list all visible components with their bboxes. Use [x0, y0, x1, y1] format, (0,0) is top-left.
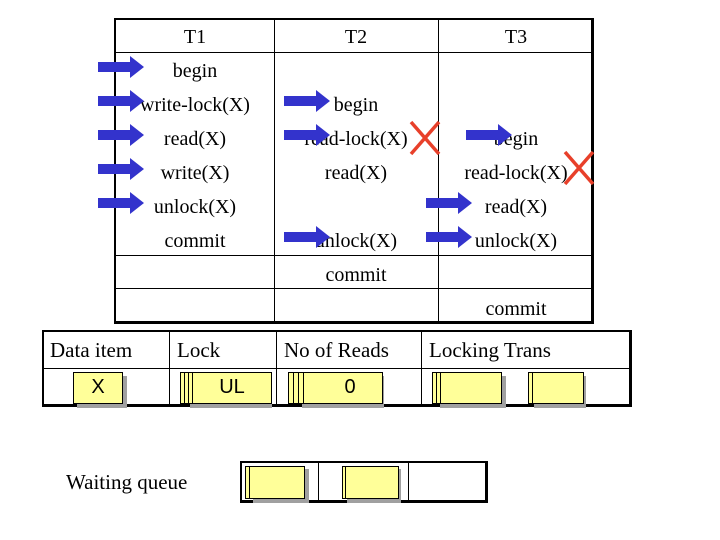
header-lock: Lock — [177, 338, 221, 362]
queue-divider — [318, 463, 319, 500]
t2-op: commit — [325, 264, 387, 286]
lock-value: UL — [219, 376, 245, 398]
arrow-right-icon — [98, 124, 144, 146]
t1-op: read(X) — [163, 128, 227, 150]
queue-box — [249, 466, 305, 499]
t1-op: unlock(X) — [153, 196, 237, 218]
header-no-of-reads: No of Reads — [284, 338, 389, 362]
cross-icon — [563, 150, 595, 186]
waiting-queue — [240, 461, 488, 503]
t3-op: commit — [485, 298, 547, 320]
arrow-right-icon — [426, 192, 472, 214]
data-item-value: X — [91, 376, 105, 398]
locking-trans-box — [440, 372, 502, 404]
t2-op: read-lock(X) — [304, 128, 408, 150]
header-t3: T3 — [504, 26, 528, 48]
row-divider — [116, 52, 591, 53]
schedule-table: T1 T2 T3 begin write-lock(X) read(X) wri… — [114, 18, 594, 324]
column-divider — [438, 20, 439, 321]
header-locking-trans: Locking Trans — [429, 338, 551, 362]
header-data-item: Data item — [50, 338, 133, 362]
locking-trans-box — [532, 372, 584, 404]
data-item-box — [73, 372, 123, 404]
arrow-right-icon — [466, 124, 512, 146]
lock-box — [192, 372, 272, 404]
arrow-right-icon — [284, 226, 330, 248]
row-divider — [44, 368, 629, 369]
arrow-right-icon — [284, 124, 330, 146]
t3-op: read-lock(X) — [464, 162, 568, 184]
cross-icon — [409, 120, 441, 156]
t3-op: read(X) — [484, 196, 548, 218]
row-divider — [116, 255, 591, 256]
queue-divider — [408, 463, 409, 500]
waiting-queue-label: Waiting queue — [66, 470, 188, 494]
arrow-right-icon — [98, 90, 144, 112]
t2-op: begin — [333, 94, 379, 116]
arrow-right-icon — [426, 226, 472, 248]
row-divider — [116, 288, 591, 289]
t1-op: commit — [164, 230, 226, 252]
lock-table: Data item Lock No of Reads Locking Trans… — [42, 330, 632, 408]
queue-box — [345, 466, 399, 499]
t2-op: read(X) — [324, 162, 388, 184]
header-t1: T1 — [183, 26, 207, 48]
column-divider — [274, 20, 275, 321]
reads-value: 0 — [344, 376, 356, 398]
t1-op: begin — [172, 60, 218, 82]
t1-op: write(X) — [160, 162, 230, 184]
arrow-right-icon — [98, 56, 144, 78]
t1-op: write-lock(X) — [140, 94, 250, 116]
reads-box — [303, 372, 383, 404]
header-t2: T2 — [344, 26, 368, 48]
t2-op: unlock(X) — [314, 230, 398, 252]
arrow-right-icon — [98, 192, 144, 214]
arrow-right-icon — [98, 158, 144, 180]
t3-op: unlock(X) — [474, 230, 558, 252]
arrow-right-icon — [284, 90, 330, 112]
